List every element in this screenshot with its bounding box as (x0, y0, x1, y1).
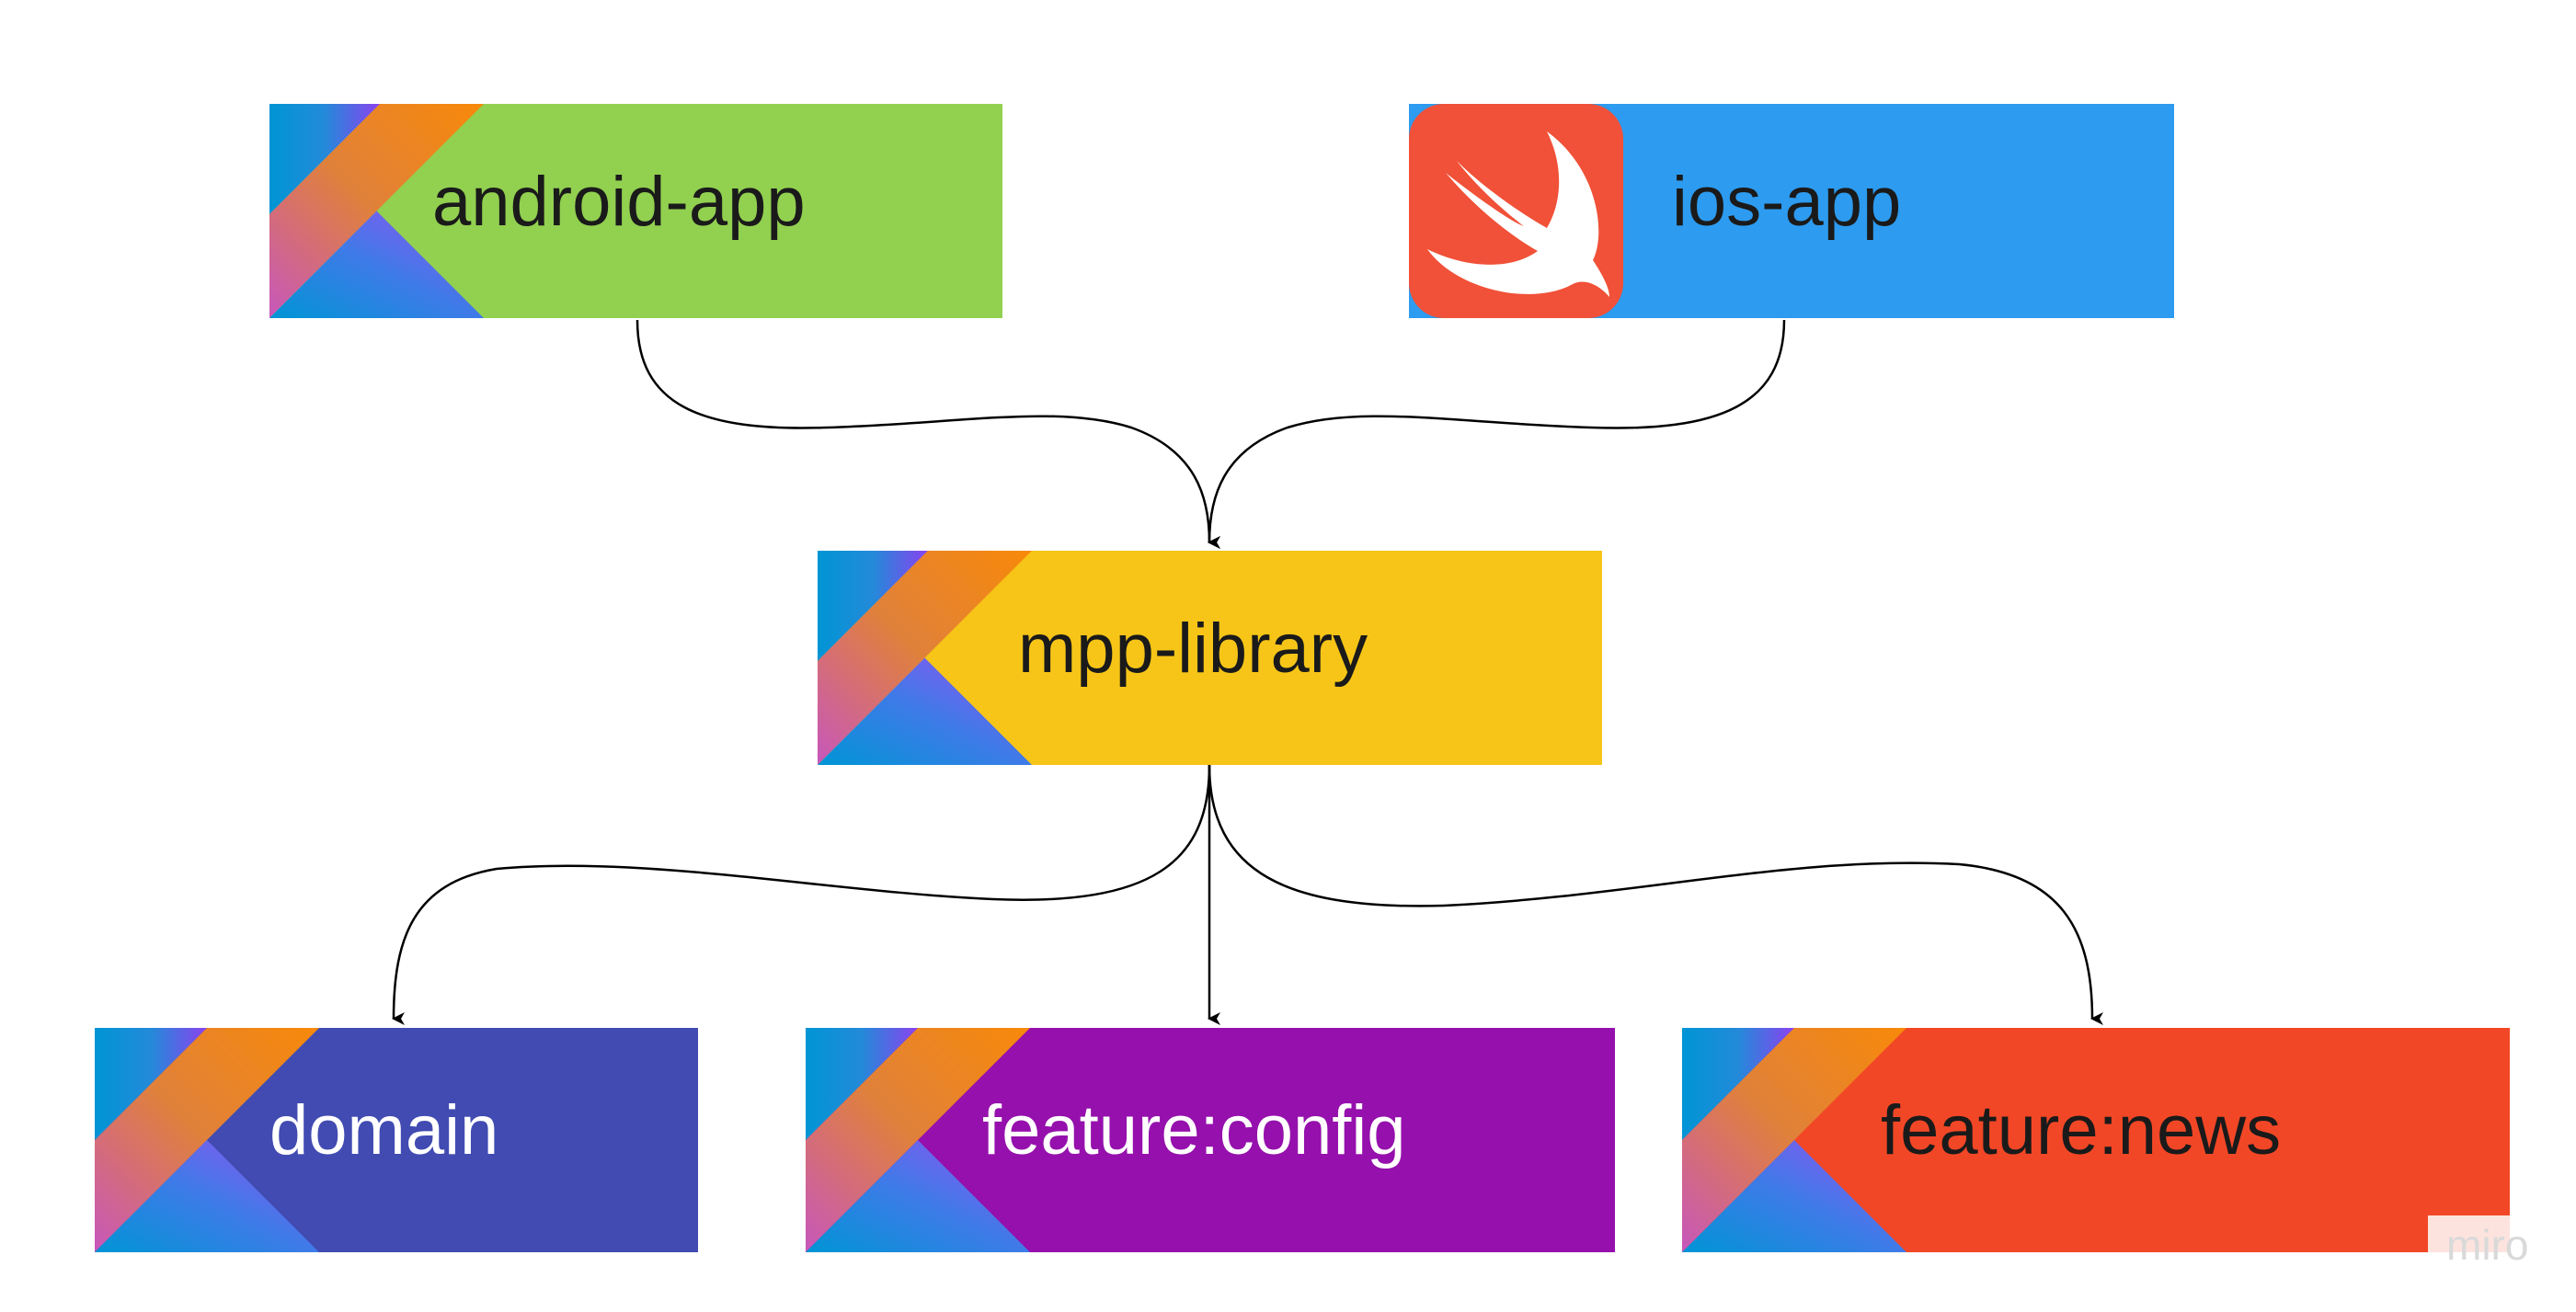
node-mpp-library[interactable]: mpp-library (818, 551, 1602, 765)
node-feature-config[interactable]: feature:config (806, 1028, 1615, 1252)
node-domain[interactable]: domain (95, 1028, 698, 1252)
edge-mpp-library-to-feature-news (1208, 764, 2104, 1025)
edge-ios-app-to-mpp-library (1208, 319, 1786, 550)
node-domain-label: domain (269, 1091, 498, 1169)
node-feature-news-label: feature:news (1881, 1091, 2281, 1169)
miro-watermark: miro (2446, 1221, 2528, 1269)
node-feature-news[interactable]: feature:news (1682, 1028, 2510, 1252)
node-mpp-library-label: mpp-library (1018, 610, 1368, 688)
kotlin-logo-icon (806, 1028, 1030, 1252)
node-android-app[interactable]: android-app (269, 104, 1002, 318)
watermark-backdrop (2428, 1215, 2529, 1266)
kotlin-logo-icon (95, 1028, 319, 1252)
swift-logo-icon (1409, 104, 1623, 318)
node-feature-config-label: feature:config (982, 1091, 1406, 1169)
node-ios-app-label: ios-app (1672, 163, 1901, 241)
edge-mpp-library-to-domain (392, 764, 1211, 1026)
kotlin-logo-icon (269, 104, 484, 318)
edges (392, 319, 2104, 1026)
node-ios-app[interactable]: ios-app (1409, 104, 2174, 318)
node-android-app-label: android-app (432, 163, 806, 241)
edge-android-app-to-mpp-library (635, 319, 1221, 549)
kotlin-logo-icon (1682, 1028, 1906, 1252)
kotlin-logo-icon (818, 551, 1032, 765)
